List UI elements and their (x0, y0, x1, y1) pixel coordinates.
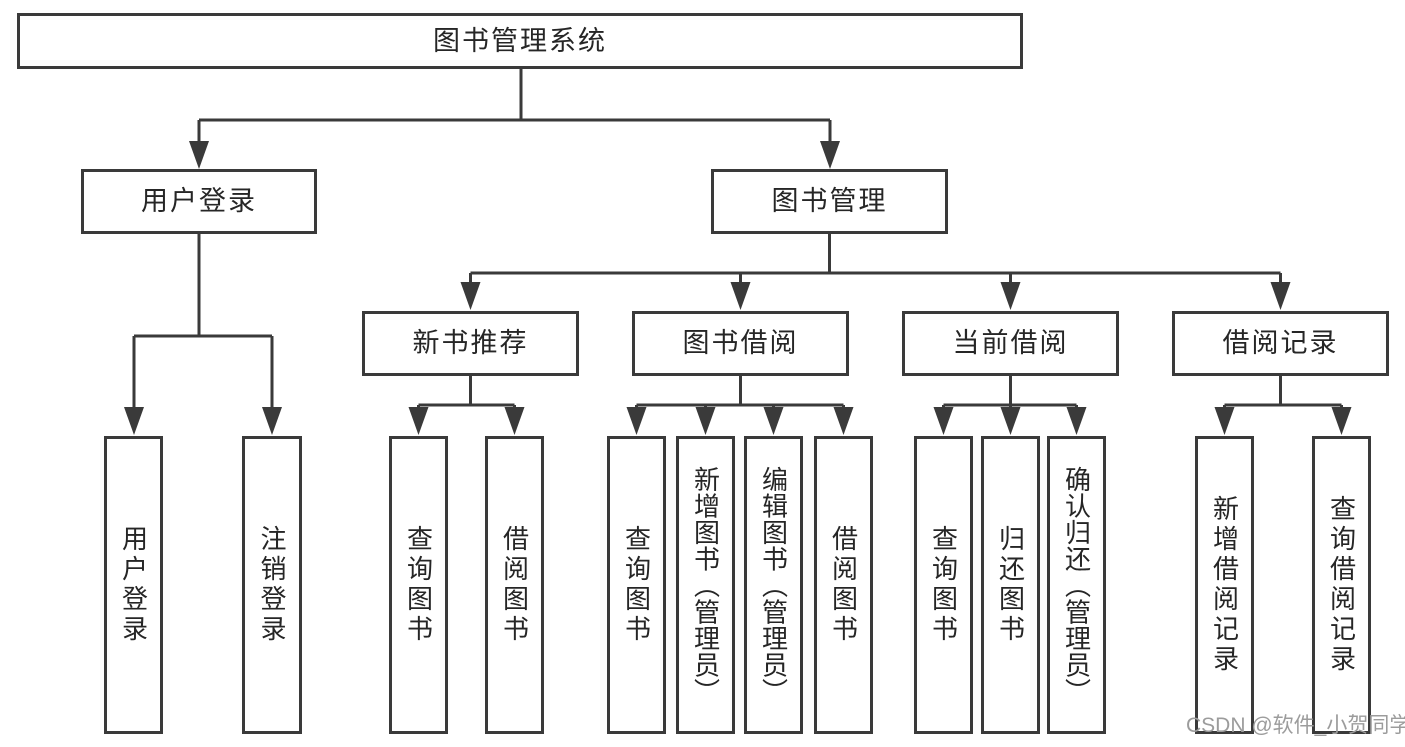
leaf-query-borrow-record-label: 查询借阅记录 (1326, 495, 1357, 675)
node-new-book-recommend: 新书推荐 (362, 311, 579, 376)
arrow-icon (626, 407, 647, 435)
arrow-icon (1270, 282, 1291, 310)
leaf-user-login: 用户登录 (104, 436, 163, 734)
leaf-query-books-1-label: 查询图书 (403, 525, 434, 645)
leaf-return-books: 归还图书 (981, 436, 1040, 734)
connector-newbooks-to-leaves (417, 376, 516, 412)
arrow-icon (1331, 407, 1352, 435)
node-new-book-recommend-label: 新书推荐 (412, 328, 529, 358)
leaf-edit-books-admin-label: 编辑图书（管理员） (758, 465, 789, 705)
leaf-logout-label: 注销登录 (257, 525, 287, 645)
arrow-icon (408, 407, 429, 435)
leaf-query-books-3: 查询图书 (914, 436, 973, 734)
node-borrow-records-label: 借阅记录 (1222, 328, 1339, 358)
node-root: 图书管理系统 (17, 13, 1023, 69)
arrow-icon (1000, 407, 1021, 435)
node-root-label: 图书管理系统 (433, 25, 607, 56)
leaf-return-books-label: 归还图书 (995, 525, 1026, 645)
node-book-management-label: 图书管理 (771, 186, 888, 216)
arrow-icon (1000, 282, 1021, 310)
leaf-borrow-books-1: 借阅图书 (485, 436, 544, 734)
node-book-borrowing-label: 图书借阅 (682, 328, 799, 358)
connector-bookmgmt-to-level2 (469, 234, 1282, 287)
leaf-borrow-books-1-label: 借阅图书 (499, 525, 530, 645)
arrow-icon (833, 407, 854, 435)
leaf-confirm-return-admin-label: 确认归还（管理员） (1061, 465, 1092, 705)
arrow-icon (695, 407, 716, 435)
leaf-borrow-books-2-label: 借阅图书 (828, 525, 859, 645)
leaf-add-borrow-record-label: 新增借阅记录 (1209, 495, 1240, 675)
leaf-edit-books-admin: 编辑图书（管理员） (744, 436, 803, 734)
leaf-add-books-admin-label: 新增图书（管理员） (690, 465, 721, 705)
connector-currentborrow-to-leaves (942, 376, 1078, 412)
connector-records-to-leaves (1223, 376, 1343, 412)
connector-bookborrow-to-leaves (635, 376, 845, 412)
arrow-icon (460, 282, 481, 310)
leaf-user-login-label: 用户登录 (118, 525, 149, 645)
leaf-query-books-1: 查询图书 (389, 436, 448, 734)
arrow-icon (124, 407, 144, 435)
arrow-icon (730, 282, 751, 310)
node-current-borrowing: 当前借阅 (902, 311, 1119, 376)
leaf-borrow-books-2: 借阅图书 (814, 436, 873, 734)
arrow-icon (933, 407, 954, 435)
leaf-add-books-admin: 新增图书（管理员） (676, 436, 735, 734)
node-book-borrowing: 图书借阅 (632, 311, 849, 376)
connector-userlogin-to-leaves (132, 234, 274, 410)
leaf-query-books-2-label: 查询图书 (621, 525, 652, 645)
connector-root-to-level1 (197, 69, 832, 145)
arrow-icon (1214, 407, 1235, 435)
leaf-add-borrow-record: 新增借阅记录 (1195, 436, 1254, 734)
arrow-icon (763, 407, 784, 435)
node-book-management: 图书管理 (711, 169, 948, 234)
watermark: CSDN @软件_小贺同学 (1186, 714, 1405, 737)
arrow-icon (1066, 407, 1087, 435)
arrow-icon (820, 141, 840, 169)
leaf-confirm-return-admin: 确认归还（管理员） (1047, 436, 1106, 734)
node-current-borrowing-label: 当前借阅 (952, 328, 1069, 358)
node-borrow-records: 借阅记录 (1172, 311, 1389, 376)
leaf-logout: 注销登录 (242, 436, 302, 734)
leaf-query-books-2: 查询图书 (607, 436, 666, 734)
node-user-login: 用户登录 (81, 169, 317, 234)
arrow-icon (189, 141, 209, 169)
arrow-icon (504, 407, 525, 435)
leaf-query-books-3-label: 查询图书 (928, 525, 959, 645)
leaf-query-borrow-record: 查询借阅记录 (1312, 436, 1371, 734)
node-user-login-label: 用户登录 (141, 186, 257, 216)
arrow-icon (262, 407, 282, 435)
